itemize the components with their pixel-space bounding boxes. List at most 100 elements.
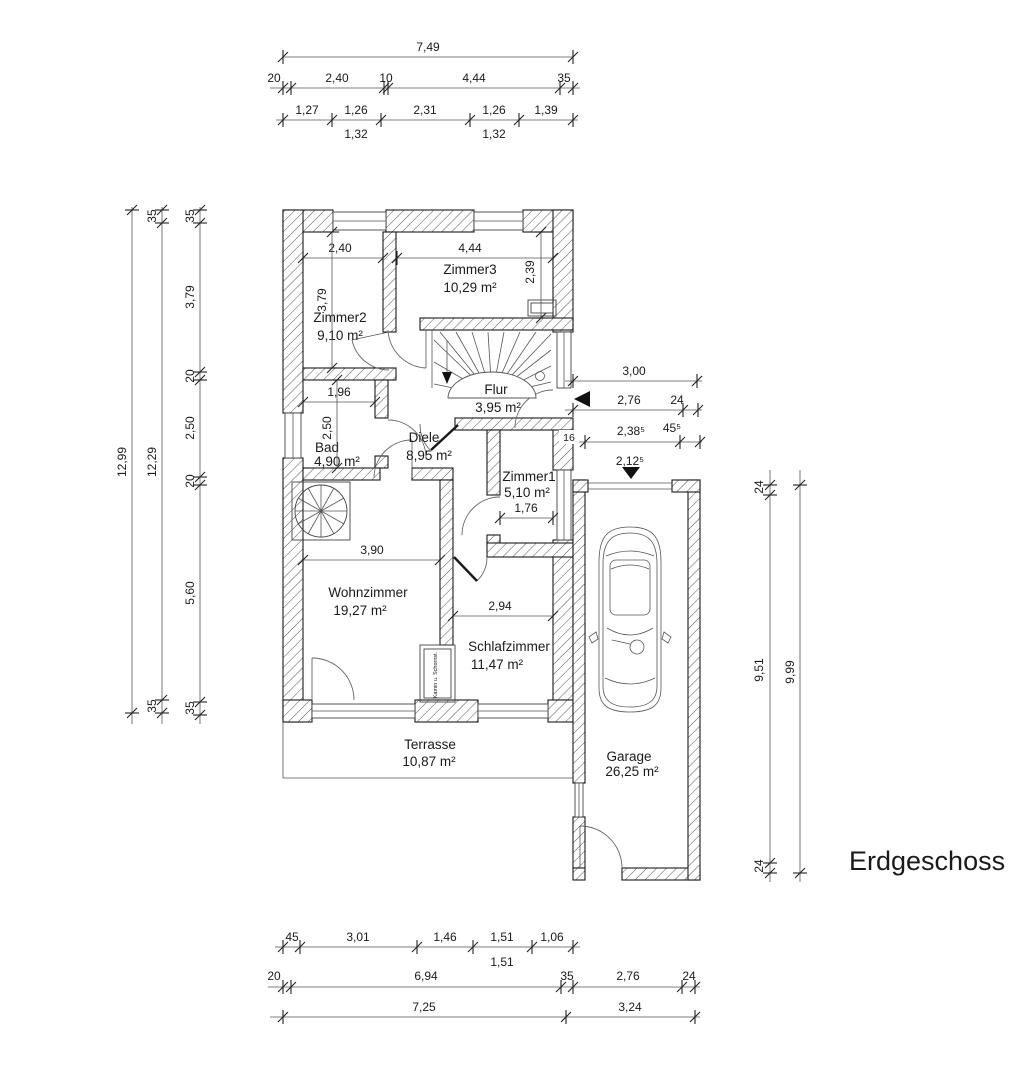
room-name-terrasse: Terrasse <box>404 737 456 752</box>
dim-label: 2,38⁵ <box>617 424 645 438</box>
dim-label: 1,51 <box>490 955 514 969</box>
dim-label: 9,99 <box>783 660 797 684</box>
door-schlafzimmer <box>476 556 488 582</box>
dim-label: 3,90 <box>360 543 384 557</box>
room-area-diele: 8,95 m² <box>406 448 452 463</box>
room-name-garage: Garage <box>606 749 651 764</box>
room-name-diele: Diele <box>409 430 440 445</box>
garage-entrance-arrow-icon <box>622 467 640 479</box>
dim-label: 20 <box>267 969 281 983</box>
dim-label: 35 <box>557 71 571 85</box>
dim-label: 3,79 <box>315 288 329 312</box>
dims-bottom: 45 3,01 1,46 1,51 1,06 1,51 20 6,94 35 2… <box>267 930 701 1025</box>
dim-label: 7,25 <box>412 1000 436 1014</box>
dim-label: 1,27 <box>295 103 319 117</box>
dim-label: 35 <box>145 699 159 713</box>
dim-label: 1,39 <box>534 103 558 117</box>
door-zimmer1 <box>461 496 501 536</box>
car <box>588 526 672 713</box>
door-flur-diele <box>419 423 431 451</box>
dim-label: 1,76 <box>514 501 538 515</box>
room-area-zimmer2: 9,10 m² <box>317 328 363 343</box>
door-wohnzimmer <box>373 439 413 479</box>
dim-label: 20 <box>183 369 197 383</box>
room-area-zimmer1: 5,10 m² <box>504 485 550 500</box>
room-area-schlafzimmer: 11,47 m² <box>471 657 524 672</box>
door-garage <box>579 825 623 869</box>
dim-label: 3,00 <box>622 364 646 378</box>
stair-arrow-icon <box>442 372 452 384</box>
dim-label: 2,39 <box>523 260 537 284</box>
windows <box>284 211 584 818</box>
dim-label: 7,49 <box>416 40 440 54</box>
dim-label: 12,99 <box>115 447 129 477</box>
room-area-terrasse: 10,87 m² <box>402 754 456 769</box>
dim-label: 24 <box>682 969 696 983</box>
radiator <box>527 299 557 317</box>
dim-label: 2,50 <box>320 416 334 440</box>
door-terrasse <box>311 657 355 701</box>
kamin-label: Kamin u. Schornst. <box>433 651 439 698</box>
dim-label: 1,06 <box>540 930 564 944</box>
dim-label: 4,44 <box>462 71 486 85</box>
door-entrance <box>514 389 554 429</box>
mirror-left <box>588 631 599 644</box>
dim-label: 10 <box>379 71 393 85</box>
room-name-flur: Flur <box>484 382 508 397</box>
dim-label: 24 <box>670 393 684 407</box>
dim-label: 20 <box>183 474 197 488</box>
dim-label: 35 <box>145 209 159 223</box>
window <box>477 703 549 719</box>
dim-label: 4,44 <box>458 241 482 255</box>
door-zimmer3 <box>387 329 427 369</box>
dim-label: 1,26 <box>482 103 506 117</box>
entrance-arrow-icon <box>574 391 590 407</box>
window <box>311 703 416 719</box>
window <box>284 412 302 459</box>
dim-label: 24 <box>752 859 766 873</box>
dim-label: 3,24 <box>618 1000 642 1014</box>
room-area-zimmer3: 10,29 m² <box>443 280 497 295</box>
steering-wheel <box>629 639 645 655</box>
window <box>332 211 387 231</box>
dims-entrance: 3,00 2,76 24 2,38⁵ 45⁵ 2,12⁵ 16 <box>559 364 706 468</box>
dim-label: 1,51 <box>490 930 514 944</box>
dim-label: 2,94 <box>488 599 512 613</box>
dim-label: 1,32 <box>482 127 506 141</box>
room-area-wohnzimmer: 19,27 m² <box>333 603 387 618</box>
dim-label: 2,40 <box>328 241 352 255</box>
dim-label: 2,40 <box>325 71 349 85</box>
dims-top: 7,49 20 2,40 10 4,44 35 1,27 1,26 2,31 1… <box>267 40 580 141</box>
dim-label: 2,76 <box>617 393 641 407</box>
room-name-wohnzimmer: Wohnzimmer <box>328 585 408 600</box>
window <box>574 782 584 818</box>
dim-label: 2,50 <box>183 416 197 440</box>
dim-label: 16 <box>563 432 575 444</box>
window <box>473 211 524 231</box>
garage-walls <box>572 479 701 881</box>
dim-label: 3,79 <box>183 285 197 309</box>
room-area-garage: 26,25 m² <box>605 764 659 779</box>
dim-label: 1,32 <box>344 127 368 141</box>
room-name-zimmer2: Zimmer2 <box>313 310 366 325</box>
stair-newel <box>535 371 545 381</box>
room-area-flur: 3,95 m² <box>475 400 521 415</box>
kamin: Kamin u. Schornst. <box>419 644 456 703</box>
dim-label: 9,51 <box>752 658 766 682</box>
dim-label: 1,96 <box>327 385 351 399</box>
dim-label: 1,26 <box>344 103 368 117</box>
room-name-schlafzimmer: Schlafzimmer <box>468 639 550 654</box>
window <box>556 331 572 389</box>
door-zimmer2 <box>351 339 390 371</box>
dims-left: 12,99 35 12,29 35 35 3,79 20 2,50 20 5,6… <box>115 204 208 724</box>
main-staircase <box>431 330 552 399</box>
dim-label: 6,94 <box>414 969 438 983</box>
room-name-bad: Bad <box>315 440 339 455</box>
dim-label: 5,60 <box>183 581 197 605</box>
dim-label: 35 <box>183 209 197 223</box>
window <box>556 469 572 541</box>
dim-label: 1,46 <box>433 930 457 944</box>
dims-interior: 2,40 3,79 4,44 2,39 1,96 2,50 1,76 3,90 … <box>297 226 559 624</box>
page-title: Erdgeschoss <box>849 846 1005 876</box>
